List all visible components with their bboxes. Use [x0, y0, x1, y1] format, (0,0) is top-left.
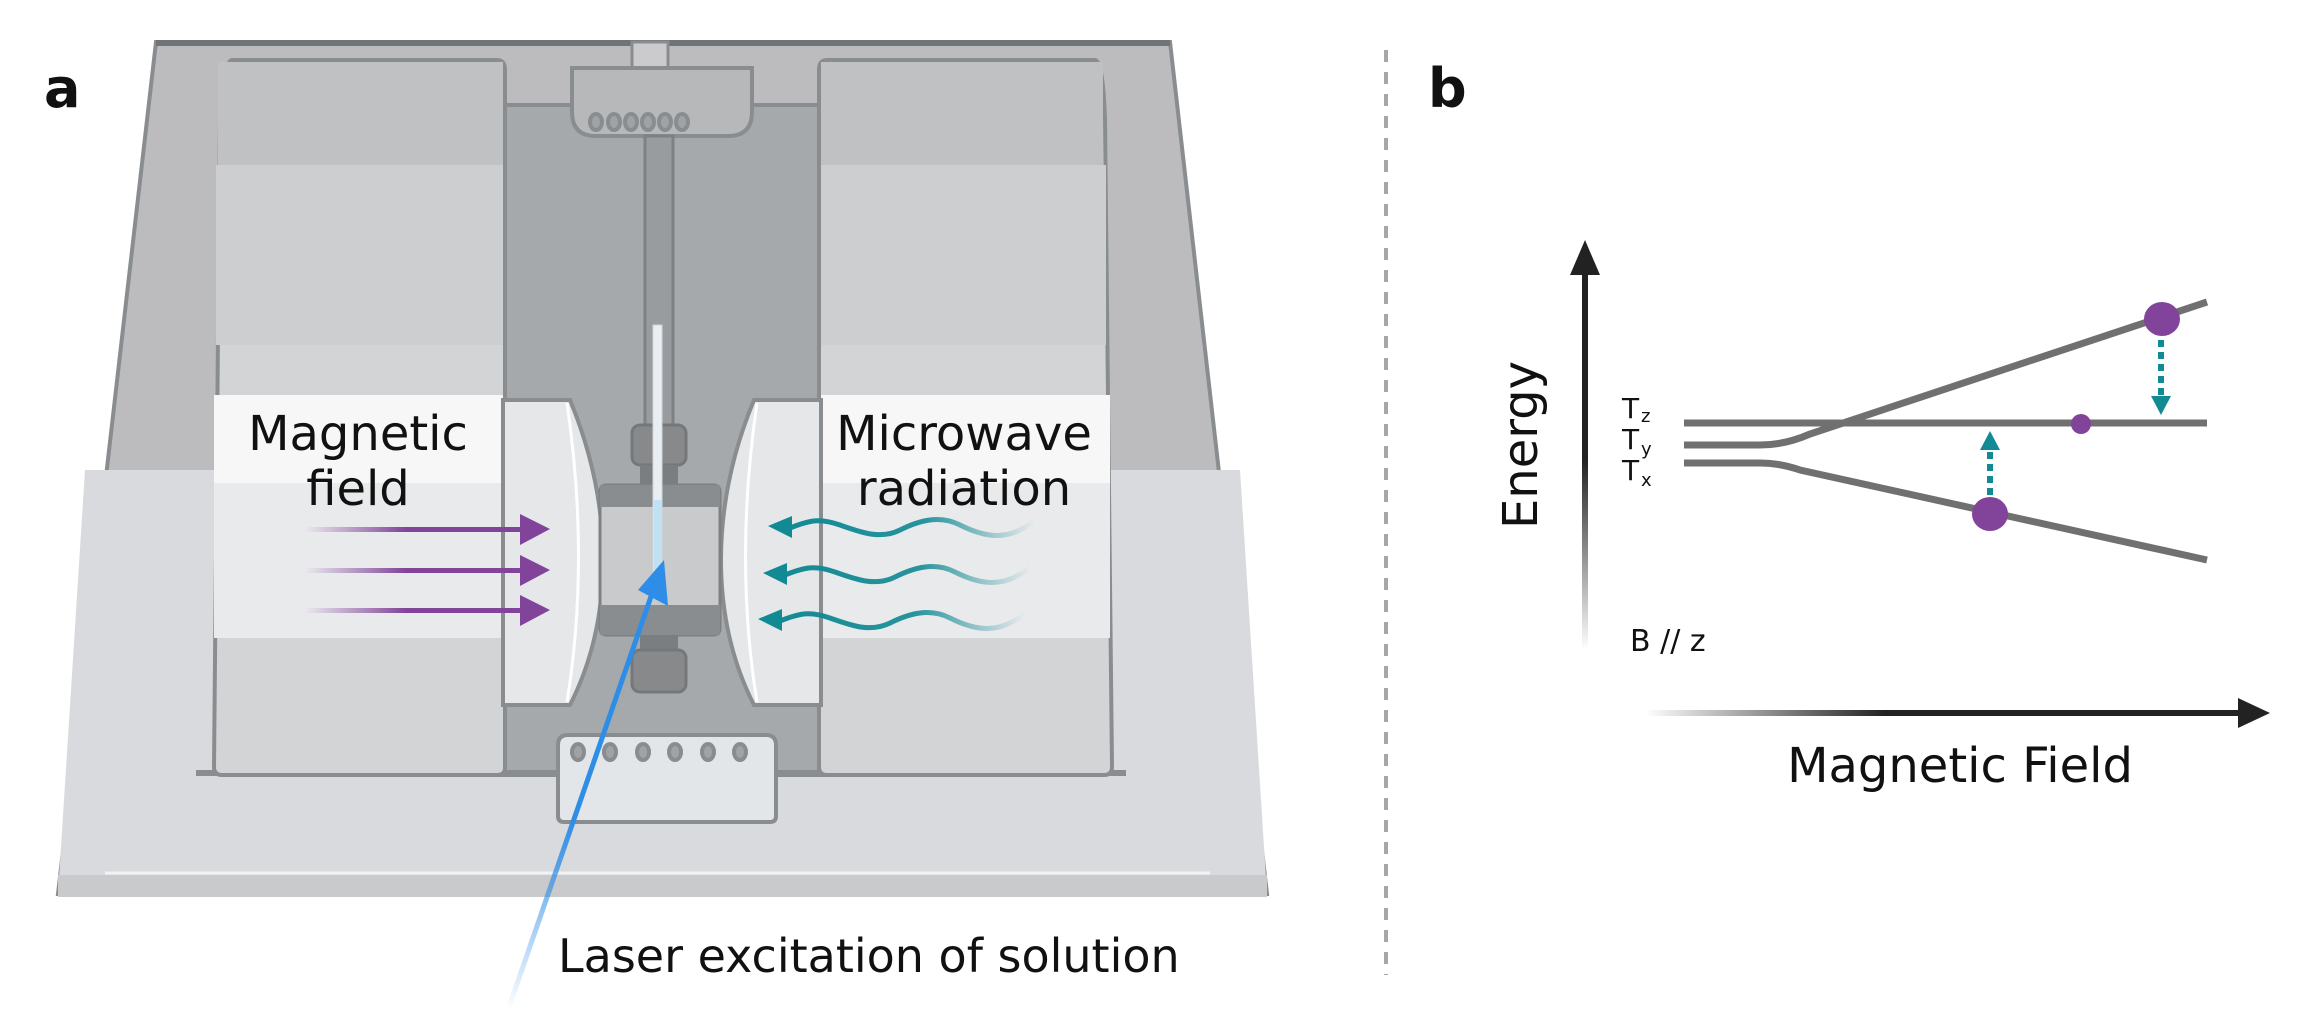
- population-dot-middle: [2071, 414, 2091, 434]
- svg-text:x: x: [1641, 470, 1652, 491]
- population-dot-upper: [2144, 302, 2180, 336]
- level-label-ty: T y: [1621, 423, 1652, 460]
- magnetic-arrow: [305, 595, 550, 626]
- sample-tube: [652, 324, 663, 576]
- microwave-wave: [758, 609, 1027, 631]
- microwave-wave: [763, 563, 1032, 585]
- laser-beam: [505, 560, 668, 1011]
- svg-text:T: T: [1621, 454, 1640, 487]
- magnetic-arrow: [305, 555, 550, 586]
- level-ty: [1684, 298, 2209, 449]
- transition-emission: [2151, 340, 2171, 415]
- panel-b-letter: b: [1428, 57, 1467, 120]
- base-front-lip: [58, 875, 1267, 897]
- field-axis: [1645, 698, 2270, 728]
- orientation-label: B // z: [1630, 624, 1706, 659]
- svg-text:T: T: [1621, 423, 1640, 456]
- panel-a-letter: a: [44, 57, 80, 120]
- level-tx: [1684, 459, 2208, 564]
- energy-levels: [1684, 298, 2209, 564]
- level-label-tx: T x: [1621, 454, 1652, 491]
- microwave-label-line1: Microwave: [836, 406, 1092, 462]
- population-dot-lower: [1972, 497, 2008, 531]
- transition-absorption: [1980, 431, 2000, 495]
- panel-a: a: [44, 40, 1270, 1011]
- magnetic-field-arrows: [305, 514, 550, 626]
- magnetic-field-label-line1: Magnetic: [248, 406, 468, 462]
- energy-axis: [1570, 240, 1600, 650]
- left-pole-piece: [501, 398, 606, 707]
- laser-label: Laser excitation of solution: [558, 929, 1180, 983]
- microwave-label-line2: radiation: [857, 461, 1071, 517]
- magnetic-arrow: [305, 514, 550, 545]
- field-axis-label: Magnetic Field: [1787, 738, 2133, 794]
- energy-axis-arrowhead: [1570, 240, 1600, 275]
- svg-text:z: z: [1641, 406, 1650, 427]
- field-axis-arrowhead: [2238, 698, 2270, 728]
- right-pole-piece: [718, 398, 823, 707]
- left-magnet: [211, 58, 507, 777]
- energy-axis-label: Energy: [1493, 361, 1549, 529]
- right-magnet: [817, 58, 1115, 777]
- panel-b: b Energy Magnetic Field B // z T z T y T…: [1428, 57, 2270, 794]
- level-label-tz: T z: [1621, 392, 1650, 427]
- microwave-wave: [768, 516, 1037, 538]
- top-connector-ports: [588, 112, 690, 132]
- svg-text:y: y: [1641, 439, 1652, 460]
- svg-text:T: T: [1621, 392, 1640, 425]
- magnetic-field-label-line2: field: [306, 461, 410, 517]
- bottom-connector-ports: [570, 742, 748, 762]
- microwave-waves: [758, 516, 1037, 631]
